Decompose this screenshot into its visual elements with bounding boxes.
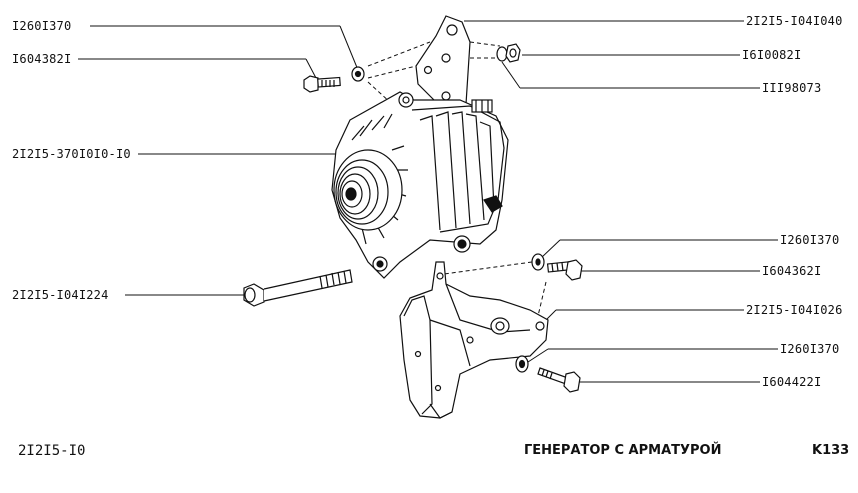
part-label-top-left-2: I604382I: [12, 52, 72, 66]
part-label-upper-bracket: 2I2I5-I04I040: [746, 14, 843, 28]
part-label-long-bolt: 2I2I5-I04I224: [12, 288, 109, 302]
drawing-title: ГЕНЕРАТОР С АРМАТУРОЙ: [524, 443, 722, 458]
part-label-bottom-washer: I260I370: [780, 342, 840, 356]
lower-mounting-bracket: [399, 261, 549, 419]
generator-body: [331, 91, 509, 279]
part-label-bottom-bolt: I604422I: [762, 375, 822, 389]
part-label-mid-bolt: I604362I: [762, 264, 822, 278]
part-label-lower-bracket: 2I2I5-I04I026: [746, 303, 843, 317]
drawing-code: 2I2I5-I0: [18, 443, 86, 459]
part-label-top-nut: I6I0082I: [742, 48, 802, 62]
part-label-mid-washer: I260I370: [780, 233, 840, 247]
part-label-right-washer: III98073: [762, 81, 822, 95]
mid-bolt: [546, 259, 583, 281]
long-bolt: [243, 269, 353, 307]
part-label-top-left-1: I260I370: [12, 19, 72, 33]
page-number: K133: [812, 443, 850, 458]
top-bolt: [303, 75, 341, 93]
right-washer: [496, 46, 508, 62]
bottom-bolt: [537, 367, 581, 393]
part-label-generator: 2I2I5-370I0I0-I0: [12, 147, 131, 161]
top-nut: [505, 43, 521, 63]
upper-mounting-bracket: [415, 15, 471, 113]
leader-lines: [78, 20, 778, 383]
assembly-dashed-lines: [367, 41, 547, 317]
